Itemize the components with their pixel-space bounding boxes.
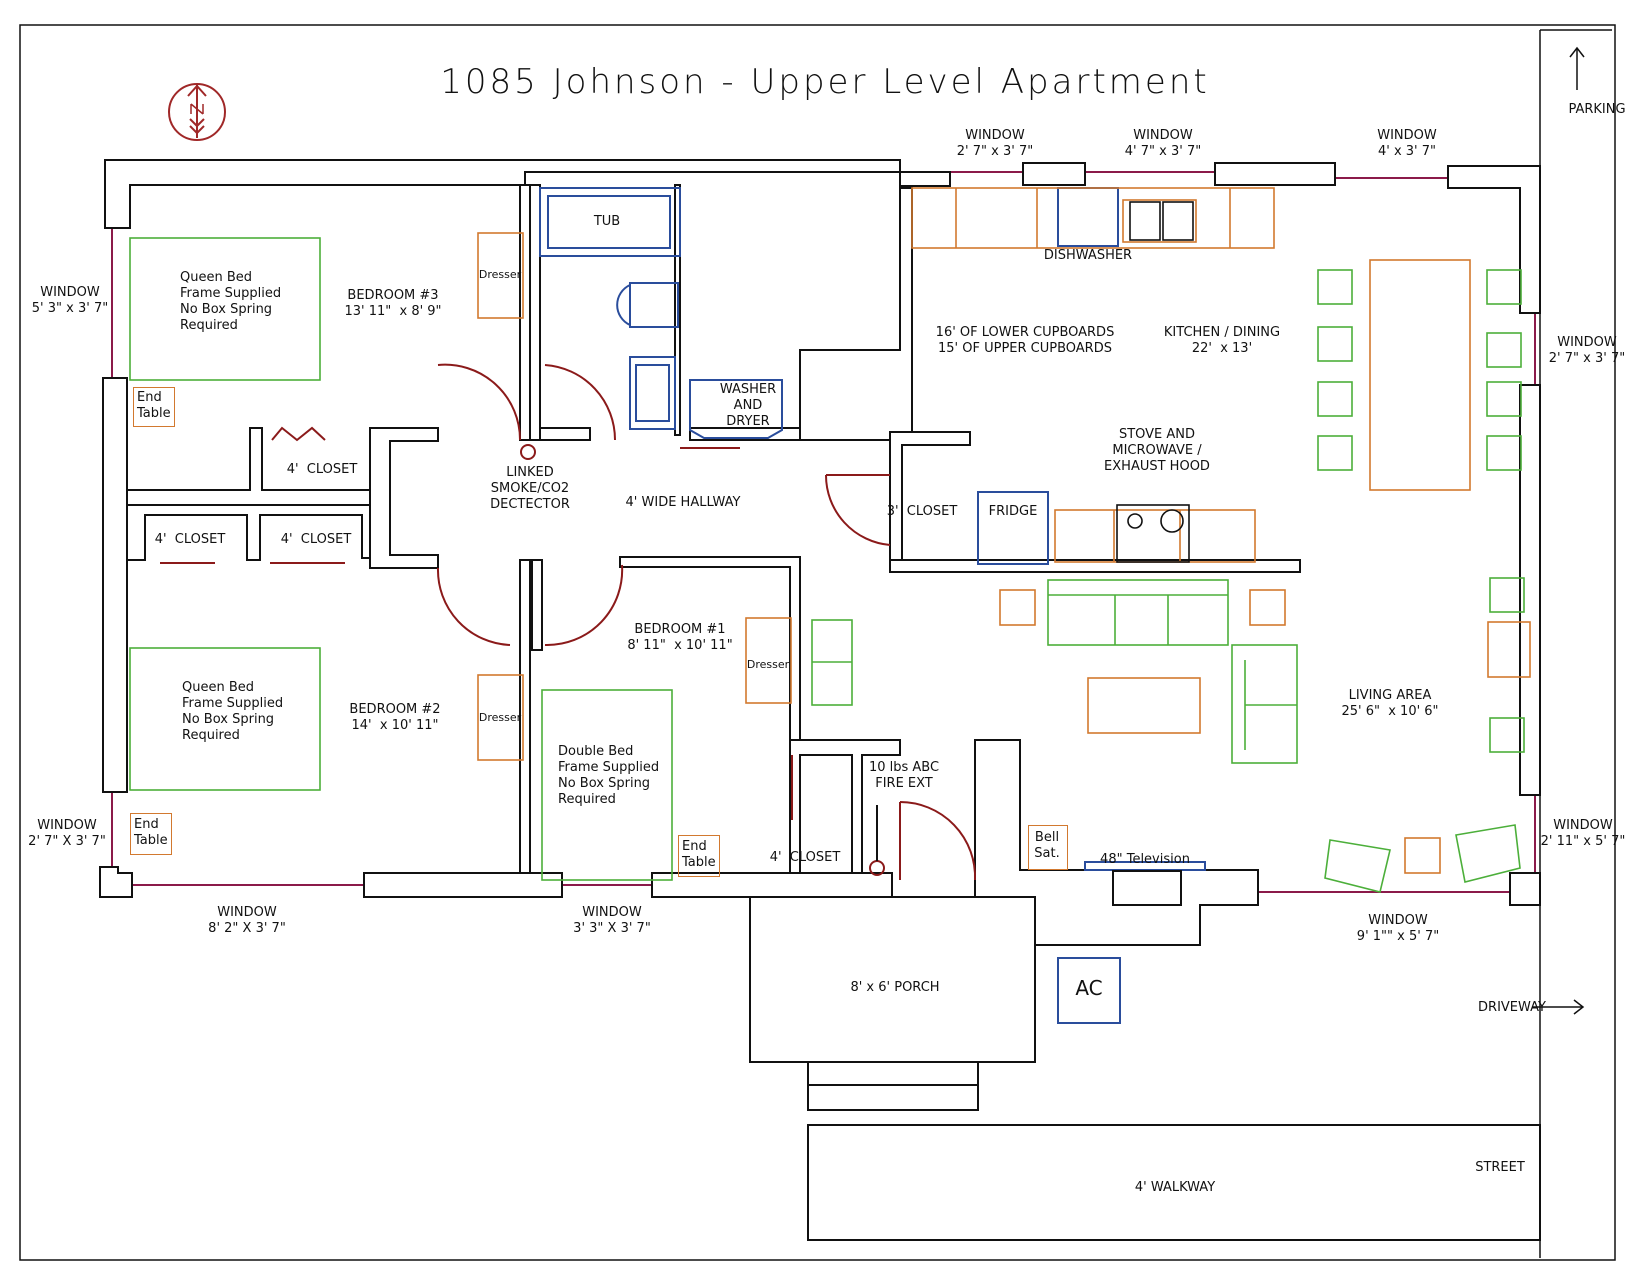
bell-sat-label: Bell Sat. bbox=[1034, 830, 1060, 861]
door-swings bbox=[160, 363, 977, 881]
walkway-label: 4' WALKWAY bbox=[1134, 1180, 1216, 1195]
hallway-label: 4' WIDE HALLWAY bbox=[625, 495, 741, 510]
dresser-3-label: Dresser bbox=[478, 268, 522, 281]
closet-3-label: 3' CLOSET bbox=[886, 504, 958, 519]
tub-label: TUB bbox=[593, 214, 621, 229]
end-table-1-label: End Table bbox=[682, 839, 716, 870]
end-table-3-label: End Table bbox=[137, 390, 171, 421]
porch-label: 8' x 6' PORCH bbox=[850, 980, 940, 995]
smoke-detector-label: LINKED SMOKE/CO2 DECTECTOR bbox=[490, 465, 570, 512]
end-table-2: End Table bbox=[130, 813, 172, 855]
bedroom1-label: BEDROOM #1 8' 11" x 10' 11" bbox=[627, 622, 733, 653]
parking-arrow bbox=[1569, 46, 1585, 90]
washer-dryer-label: WASHER AND DRYER bbox=[719, 382, 777, 429]
end-table-2-label: End Table bbox=[134, 817, 168, 848]
fridge-label: FRIDGE bbox=[988, 504, 1038, 519]
page-title: 1085 Johnson - Upper Level Apartment bbox=[440, 62, 1210, 102]
window-right-1: WINDOW 2' 7" x 3' 7" bbox=[1548, 335, 1626, 366]
stove-burners bbox=[1116, 201, 1194, 563]
window-left-1: WINDOW 5' 3" x 3' 7" bbox=[31, 285, 109, 316]
bedroom2-label: BEDROOM #2 14' x 10' 11" bbox=[349, 702, 441, 733]
window-bottom-2: WINDOW 3' 3" X 3' 7" bbox=[573, 905, 651, 936]
window-top-2: WINDOW 4' 7" x 3' 7" bbox=[1124, 128, 1202, 159]
green-furniture bbox=[129, 237, 1525, 893]
closet-b3-label: 4' CLOSET bbox=[286, 462, 358, 477]
window-right-2: WINDOW 2' 11" x 5' 7" bbox=[1540, 818, 1626, 849]
kitchen-label: KITCHEN / DINING 22' x 13' bbox=[1163, 325, 1281, 356]
window-bottom-3: WINDOW 9' 1"" x 5' 7" bbox=[1356, 913, 1440, 944]
driveway-label: DRIVEWAY bbox=[1478, 1000, 1546, 1015]
stove-label: STOVE AND MICROWAVE / EXHAUST HOOD bbox=[1104, 427, 1210, 474]
ac-label: AC bbox=[1075, 976, 1103, 1000]
window-top-1: WINDOW 2' 7" x 3' 7" bbox=[956, 128, 1034, 159]
walls bbox=[99, 159, 1541, 1241]
closet-b1-label: 4' CLOSET bbox=[769, 850, 841, 865]
window-left-2: WINDOW 2' 7" X 3' 7" bbox=[28, 818, 106, 849]
street-label: STREET bbox=[1475, 1160, 1525, 1175]
cupboards-label: 16' OF LOWER CUPBOARDS 15' OF UPPER CUPB… bbox=[935, 325, 1115, 356]
bell-sat-box bbox=[1028, 825, 1068, 870]
closet-b2b-label: 4' CLOSET bbox=[280, 532, 352, 547]
queen-bed-2-label: Queen Bed Frame Supplied No Box Spring R… bbox=[182, 680, 284, 743]
bedroom3-label: BEDROOM #3 13' 11" x 8' 9" bbox=[344, 288, 442, 319]
window-top-3: WINDOW 4' x 3' 7" bbox=[1377, 128, 1437, 159]
driveway-arrow bbox=[1532, 999, 1585, 1015]
dresser-2-label: Dresser bbox=[478, 711, 522, 724]
window-lines bbox=[111, 171, 1536, 893]
bathroom-fixtures bbox=[539, 187, 1206, 906]
end-table-1: End Table bbox=[678, 835, 720, 877]
dresser-1-label: Dresser bbox=[746, 658, 790, 671]
parking-label: PARKING bbox=[1568, 102, 1626, 117]
closet-b2a-label: 4' CLOSET bbox=[154, 532, 226, 547]
tv-label: 48" Television bbox=[1100, 852, 1190, 867]
orange-furniture bbox=[477, 187, 1531, 874]
north-arrow-icon bbox=[168, 83, 226, 141]
end-table-3: End Table bbox=[133, 387, 175, 427]
dishwasher-label: DISHWASHER bbox=[1043, 248, 1133, 263]
queen-bed-3-label: Queen Bed Frame Supplied No Box Spring R… bbox=[180, 270, 282, 333]
window-bottom-1: WINDOW 8' 2" X 3' 7" bbox=[208, 905, 286, 936]
fire-extinguisher-label: 10 lbs ABC FIRE EXT bbox=[868, 760, 940, 791]
living-label: LIVING AREA 25' 6" x 10' 6" bbox=[1341, 688, 1439, 719]
double-bed-label: Double Bed Frame Supplied No Box Spring … bbox=[558, 744, 660, 807]
